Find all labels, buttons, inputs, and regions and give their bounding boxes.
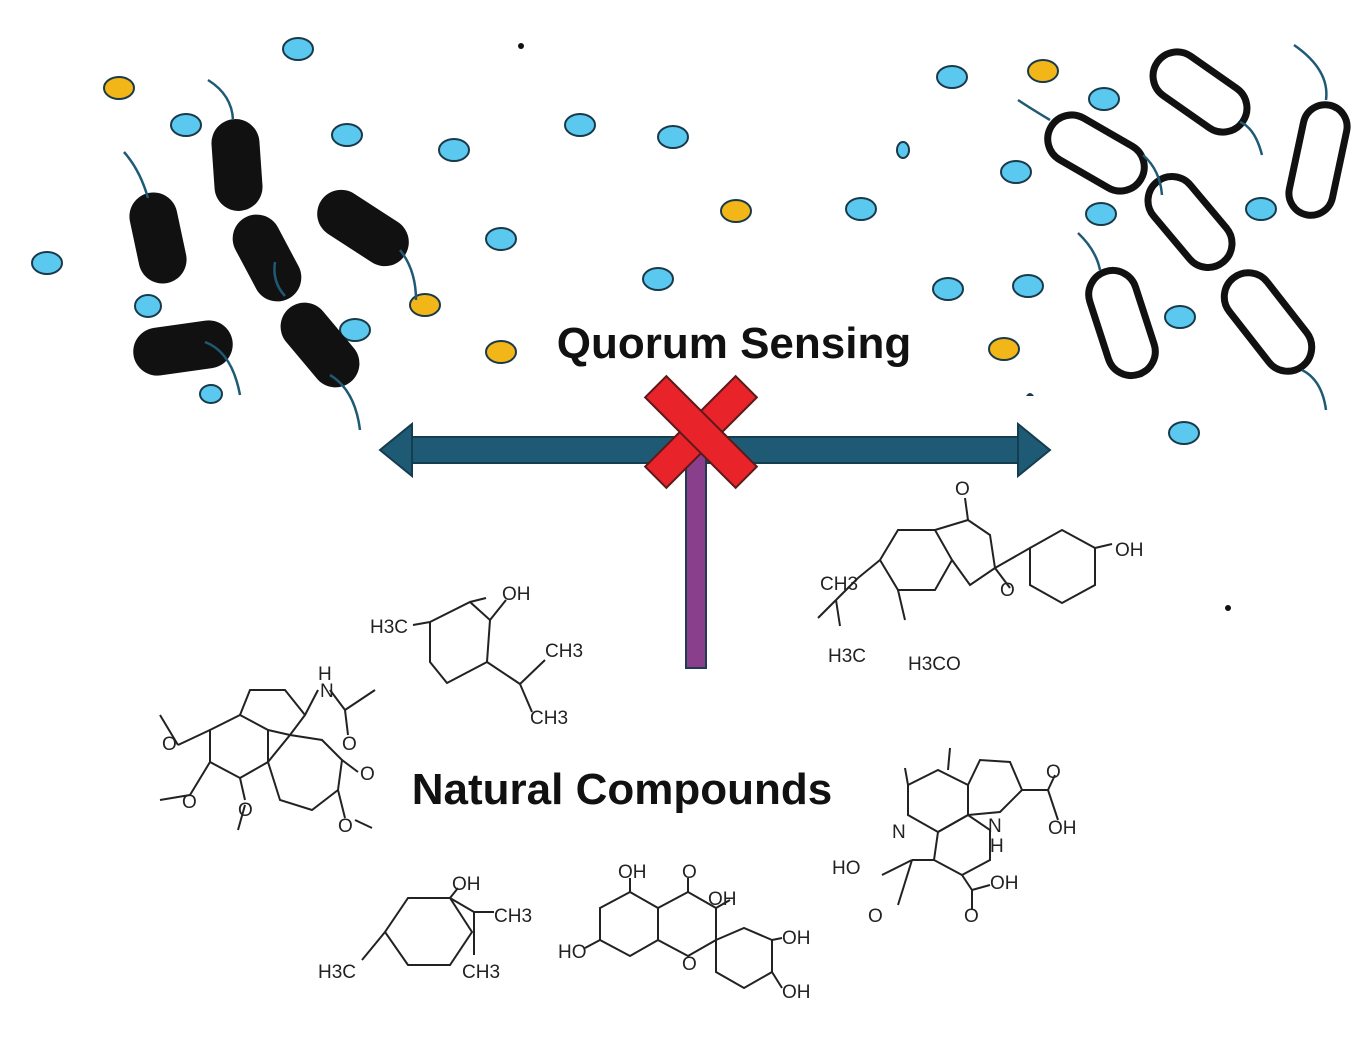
atom-label: O	[342, 734, 357, 755]
atom-label: N	[892, 822, 906, 843]
menthol-structure: OH H3C CH3 CH3	[370, 584, 583, 729]
atom-label: HO	[832, 858, 861, 879]
atom-label: OH	[618, 862, 647, 883]
inhibitor-bar	[685, 447, 707, 669]
atom-label: OH	[708, 889, 737, 910]
bacterium	[1285, 101, 1351, 219]
atom-label: H3CO	[908, 654, 961, 675]
atom-label: O	[162, 734, 177, 755]
signal-molecules	[31, 37, 1277, 611]
pyrroloquinoline-structure: N H N OH O HO O OH O	[832, 747, 1077, 927]
quercetin-structure: OH O OH HO O OH OH	[558, 862, 811, 1003]
atom-label: O	[338, 816, 353, 837]
atom-label: O	[1046, 762, 1061, 783]
bacterium	[280, 302, 360, 388]
atom-label: OH	[782, 982, 811, 1003]
colchicine-structure: H N O O O O O O	[159, 664, 376, 837]
bacterium	[1144, 173, 1236, 271]
signal-molecule-blue	[1085, 202, 1117, 226]
signal-molecule-blue	[31, 251, 63, 275]
signal-molecule-yellow	[103, 76, 135, 100]
atom-label: CH3	[494, 906, 532, 927]
atom-label: N	[320, 681, 334, 702]
quorum-sensing-label: Quorum Sensing	[557, 319, 911, 368]
atom-label: OH	[990, 873, 1019, 894]
atom-label: OH	[1115, 540, 1144, 561]
signal-molecule-blue	[134, 294, 162, 318]
atom-label: CH3	[820, 574, 858, 595]
atom-label: O	[238, 800, 253, 821]
signal-molecule-blue	[339, 318, 371, 342]
atom-label: CH3	[530, 708, 568, 729]
bacterium	[129, 192, 187, 284]
signal-molecule-yellow	[988, 337, 1020, 361]
atom-label: OH	[502, 584, 531, 605]
atom-label: H3C	[318, 962, 356, 983]
bacterium	[317, 189, 409, 267]
atom-label: O	[868, 906, 883, 927]
bacterium	[232, 214, 302, 302]
atom-label: O	[360, 764, 375, 785]
signal-molecule-blue	[657, 125, 689, 149]
atom-label: O	[682, 954, 697, 975]
signal-molecule-blue	[845, 197, 877, 221]
signal-molecule-blue	[282, 37, 314, 61]
signal-molecule-blue	[1245, 197, 1277, 221]
dot	[1026, 393, 1034, 396]
bacterium	[1149, 48, 1251, 136]
flavanone-structure: O O OH CH3 H3C H3CO	[817, 479, 1144, 675]
signal-molecule-blue	[485, 227, 517, 251]
dot	[1225, 605, 1231, 611]
bacteria-cluster-left	[123, 78, 418, 431]
atom-label: O	[1000, 580, 1015, 601]
flagella-right	[1017, 43, 1328, 411]
signal-molecule-blue	[936, 65, 968, 89]
bacterium	[1085, 266, 1159, 380]
bacterium	[133, 320, 233, 376]
atom-label: HO	[558, 942, 587, 963]
atom-label: O	[955, 479, 970, 500]
atom-label: OH	[1048, 818, 1077, 839]
atom-label: O	[182, 792, 197, 813]
signal-molecule-blue	[1012, 274, 1044, 298]
signal-molecule-blue	[170, 113, 202, 137]
atom-label: O	[682, 862, 697, 883]
atom-label: OH	[782, 928, 811, 949]
bacterium	[1220, 269, 1316, 375]
atom-label: CH3	[462, 962, 500, 983]
signal-molecule-yellow	[720, 199, 752, 223]
signal-molecule-blue	[438, 138, 470, 162]
cross-icon	[643, 374, 759, 490]
atom-label: H	[318, 664, 332, 685]
atom-label: OH	[452, 874, 481, 895]
atom-label: H	[990, 836, 1004, 857]
atom-label: N	[988, 816, 1002, 837]
terpineol-structure: OH CH3 CH3 H3C	[318, 874, 532, 983]
signal-molecule-blue	[199, 384, 223, 404]
signal-molecule-blue	[932, 277, 964, 301]
signal-molecule-blue	[564, 113, 596, 137]
signal-molecule-blue	[1000, 160, 1032, 184]
signal-molecule-yellow	[409, 293, 441, 317]
natural-compounds-label: Natural Compounds	[412, 765, 832, 814]
atom-label: O	[964, 906, 979, 927]
signal-molecule-blue	[896, 141, 910, 159]
bacterium	[1044, 111, 1148, 195]
bacteria-cluster-right	[1044, 48, 1351, 380]
atom-label: H3C	[828, 646, 866, 667]
signal-molecule-blue	[642, 267, 674, 291]
signal-molecule-blue	[1088, 87, 1120, 111]
signal-molecule-blue	[1164, 305, 1196, 329]
signal-molecule-yellow	[1027, 59, 1059, 83]
atom-label: CH3	[545, 641, 583, 662]
bacterium	[211, 119, 263, 211]
signal-molecule-blue	[331, 123, 363, 147]
dot	[518, 43, 524, 49]
atom-label: H3C	[370, 617, 408, 638]
signal-molecule-yellow	[485, 340, 517, 364]
signal-molecule-blue	[1168, 421, 1200, 445]
